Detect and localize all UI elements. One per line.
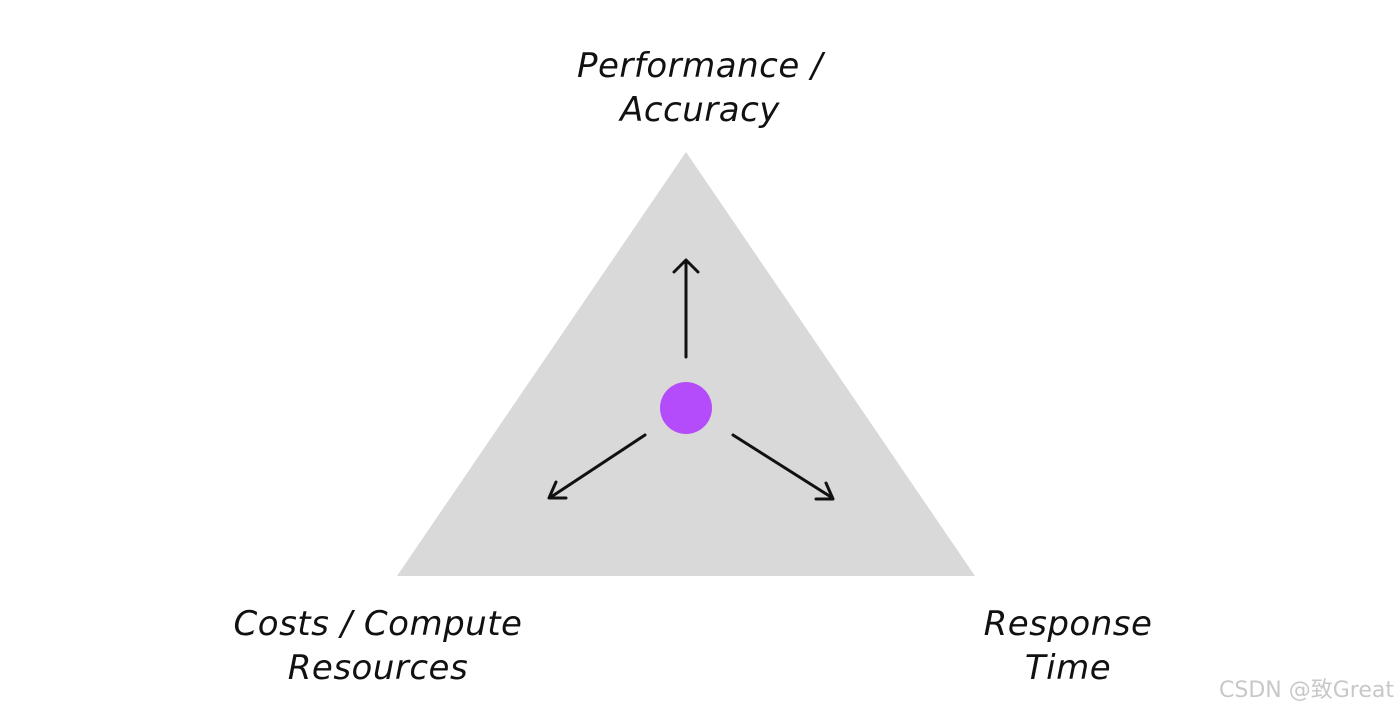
label-top-line1: Performance /	[576, 46, 824, 86]
arrow-down-left	[547, 433, 647, 500]
label-performance-accuracy: Performance / Accuracy	[500, 44, 900, 132]
label-costs-compute-resources: Costs / Compute Resources	[178, 602, 578, 690]
arrow-up	[672, 258, 700, 359]
label-top-line2: Accuracy	[620, 90, 780, 130]
label-left-line1: Costs / Compute	[233, 604, 523, 644]
center-dot	[660, 382, 712, 434]
triangle	[397, 152, 975, 576]
label-right-line2: Time	[1024, 648, 1112, 688]
label-response-time: Response Time	[918, 602, 1218, 690]
arrow-down-right	[731, 433, 835, 501]
label-right-line1: Response	[983, 604, 1153, 644]
watermark: CSDN @致Great	[1219, 678, 1394, 703]
label-left-line2: Resources	[287, 648, 469, 688]
